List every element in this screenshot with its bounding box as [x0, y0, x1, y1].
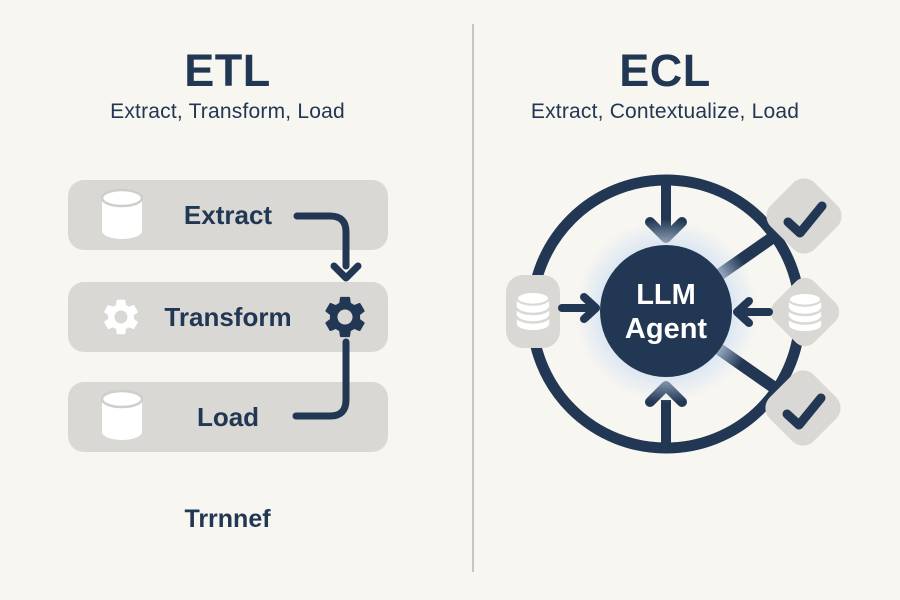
arrowhead-right-icon: [580, 293, 600, 323]
llm-agent-circle: [600, 245, 732, 377]
node-check-top-right: [766, 178, 842, 254]
etl-subtitle: Extract, Transform, Load: [110, 99, 345, 123]
etl-step-load: Load: [68, 382, 388, 452]
arrowhead-up-icon: [645, 381, 687, 407]
arrowhead-down-icon: [330, 262, 362, 282]
node-database-right: [770, 277, 840, 347]
step-label: Transform: [164, 301, 292, 332]
arrowhead-left-icon: [733, 297, 753, 327]
etl-step-extract: Extract: [68, 180, 388, 250]
link-hub-to-check-bottom: [662, 307, 806, 412]
link-hub-to-check-top: [662, 212, 806, 317]
checkmark-icon: [782, 393, 826, 430]
node-source-database-left: [506, 275, 560, 348]
ecl-title: ECL: [619, 45, 711, 96]
node-check-bottom-right: [765, 370, 841, 446]
agent-glow: [574, 219, 758, 403]
etl-step-transform: Transform: [68, 282, 388, 352]
etl-title: ETL: [184, 45, 271, 96]
llm-agent-label-line2: Agent: [625, 313, 708, 345]
outer-cycle-ring: [526, 174, 806, 454]
etl-caption: Trrnnef: [184, 505, 271, 533]
step-label: Extract: [183, 199, 273, 230]
step-label: Load: [196, 401, 260, 432]
panel-divider: [472, 24, 474, 572]
checkmark-icon: [783, 201, 827, 238]
ecl-header: ECL Extract, Contextualize, Load: [450, 46, 880, 124]
database-stack-icon: [515, 290, 551, 332]
arrowhead-down-icon: [645, 217, 687, 243]
ecl-subtitle: Extract, Contextualize, Load: [530, 99, 800, 123]
etl-header: ETL Extract, Transform, Load: [0, 46, 455, 124]
database-stack-icon: [787, 291, 823, 333]
llm-agent-label-line1: LLM: [636, 279, 696, 311]
